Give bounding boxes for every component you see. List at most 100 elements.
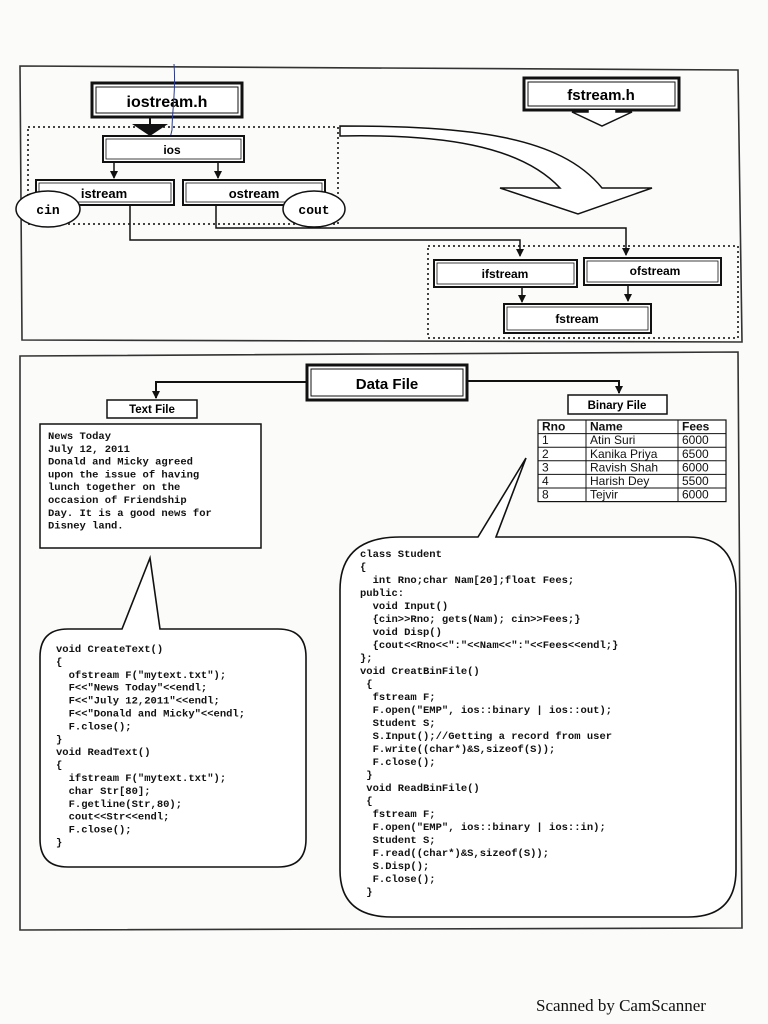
binary-file-label: Binary File bbox=[588, 400, 647, 412]
table-cell: Atin Suri bbox=[590, 433, 635, 447]
table-cell: 4 bbox=[542, 474, 549, 488]
code-line: } bbox=[360, 770, 373, 782]
binary-file-label-box: Binary File bbox=[567, 394, 668, 415]
code-line: F.open("EMP", ios::binary | ios::in); bbox=[360, 822, 606, 834]
table-header: Fees bbox=[682, 420, 710, 434]
fstream-down-arrow bbox=[571, 110, 633, 127]
code-line: fstream F; bbox=[360, 809, 436, 821]
code-line: F.close(); bbox=[56, 721, 132, 733]
code-line: Day. It is a good news for bbox=[48, 508, 212, 520]
table-cell: 6500 bbox=[682, 447, 709, 461]
iostream-header-box: iostream.h bbox=[90, 81, 244, 119]
cout-label: cout bbox=[298, 203, 329, 218]
top-panel-border bbox=[19, 65, 743, 343]
code-line: class Student bbox=[360, 549, 442, 561]
cout-ellipse: cout bbox=[282, 190, 346, 228]
code-line: S.Disp(); bbox=[360, 861, 429, 873]
table-cell: 6000 bbox=[682, 433, 709, 447]
code-line: void ReadText() bbox=[56, 747, 151, 759]
code-line: }; bbox=[360, 653, 373, 665]
code-line: void CreateText() bbox=[56, 644, 163, 656]
code-line: occasion of Friendship bbox=[48, 495, 187, 507]
code-line: F.open("EMP", ios::binary | ios::out); bbox=[360, 705, 612, 717]
code-line: F.close(); bbox=[56, 825, 132, 837]
fstream-box: fstream bbox=[503, 303, 652, 334]
ifstream-box: ifstream bbox=[433, 259, 578, 288]
code-line: F.close(); bbox=[360, 874, 436, 886]
table-cell: 2 bbox=[542, 447, 549, 461]
table-cell: Harish Dey bbox=[590, 474, 649, 488]
code-line: upon the issue of having bbox=[48, 469, 199, 481]
code-line: cout<<Str<<endl; bbox=[56, 812, 169, 824]
code-line: F.close(); bbox=[360, 757, 436, 769]
code-line: F<<"Donald and Micky"<<endl; bbox=[56, 709, 245, 721]
data-file-title-box: Data File bbox=[305, 363, 469, 402]
scanner-watermark: Scanned by CamScanner bbox=[536, 996, 706, 1015]
code-line: Disney land. bbox=[48, 521, 124, 533]
code-line: public: bbox=[360, 588, 404, 600]
table-cell: Kanika Priya bbox=[590, 447, 658, 461]
code-line: July 12, 2011 bbox=[48, 444, 130, 456]
code-line: ofstream F("mytext.txt"); bbox=[56, 670, 226, 682]
code-line: char Str[80]; bbox=[56, 786, 151, 798]
table-cell: 6000 bbox=[682, 460, 709, 474]
table-cell: 6000 bbox=[682, 488, 709, 502]
ifstream-label: ifstream bbox=[482, 267, 529, 281]
ostream-label: ostream bbox=[229, 186, 280, 201]
code-line: } bbox=[56, 838, 62, 850]
code-line: void ReadBinFile() bbox=[360, 783, 480, 795]
code-line: News Today bbox=[48, 431, 112, 443]
fstream-header-label: fstream.h bbox=[567, 87, 635, 104]
ios-box: ios bbox=[102, 135, 245, 163]
code-line: { bbox=[56, 657, 62, 669]
code-line: { bbox=[360, 562, 366, 574]
fstream-label: fstream bbox=[555, 312, 598, 326]
text-file-label-box: Text File bbox=[106, 399, 198, 419]
table-header: Rno bbox=[542, 420, 565, 434]
iostream-dotted-group bbox=[27, 126, 339, 225]
iostream-header-label: iostream.h bbox=[127, 94, 208, 111]
code-line: F.write((char*)&S,sizeof(S)); bbox=[360, 744, 555, 756]
code-line: { bbox=[56, 760, 62, 772]
code-line: ifstream F("mytext.txt"); bbox=[56, 773, 226, 785]
to-binary-file-arrow bbox=[467, 380, 623, 394]
table-cell: 3 bbox=[542, 460, 549, 474]
bottom-panel-border bbox=[19, 351, 743, 931]
code-line: Student S; bbox=[360, 835, 436, 847]
table-cell: Tejvir bbox=[590, 488, 618, 502]
code-line: Student S; bbox=[360, 718, 436, 730]
code-line: {cout<<Rno<<":"<<Nam<<":"<<Fees<<endl;} bbox=[360, 640, 618, 652]
binary-file-table: Rno Name Fees 1 Atin Suri 6000 2 Kanika Priya 65… bbox=[537, 419, 727, 503]
code-line: { bbox=[360, 796, 373, 808]
ofstream-label: ofstream bbox=[630, 264, 681, 278]
code-line: } bbox=[360, 887, 373, 899]
to-text-file-arrow bbox=[152, 381, 307, 399]
code-line: { bbox=[360, 679, 373, 691]
text-file-label: Text File bbox=[129, 404, 175, 416]
code-line: {cin>>Rno; gets(Nam); cin>>Fees;} bbox=[360, 614, 581, 626]
binary-file-code: class Student{ int Rno;char Nam[20];floa… bbox=[360, 549, 618, 899]
fstream-header-box: fstream.h bbox=[522, 76, 681, 112]
code-line: } bbox=[56, 734, 62, 746]
cin-ellipse: cin bbox=[15, 190, 81, 228]
code-line: S.Input();//Getting a record from user bbox=[360, 731, 612, 743]
code-line: Donald and Micky agreed bbox=[48, 457, 193, 469]
table-cell: 1 bbox=[542, 433, 549, 447]
code-line: lunch together on the bbox=[48, 482, 180, 494]
table-cell: 8 bbox=[542, 488, 549, 502]
code-line: F<<"July 12,2011"<<endl; bbox=[56, 696, 220, 708]
text-code-bubble bbox=[39, 554, 307, 868]
data-file-title: Data File bbox=[356, 376, 419, 393]
binary-code-bubble bbox=[339, 457, 737, 918]
istream-to-ifstream-line bbox=[129, 205, 524, 257]
code-line: fstream F; bbox=[360, 692, 436, 704]
ofstream-box: ofstream bbox=[583, 257, 722, 286]
code-line: void Disp() bbox=[360, 627, 442, 639]
table-header: Name bbox=[590, 420, 623, 434]
cin-label: cin bbox=[36, 203, 60, 218]
code-line: F<<"News Today"<<endl; bbox=[56, 683, 207, 695]
table-cell: Ravish Shah bbox=[590, 460, 658, 474]
text-file-code: void CreateText(){ ofstream F("mytext.tx… bbox=[56, 644, 245, 850]
text-file-content-box bbox=[39, 423, 262, 549]
